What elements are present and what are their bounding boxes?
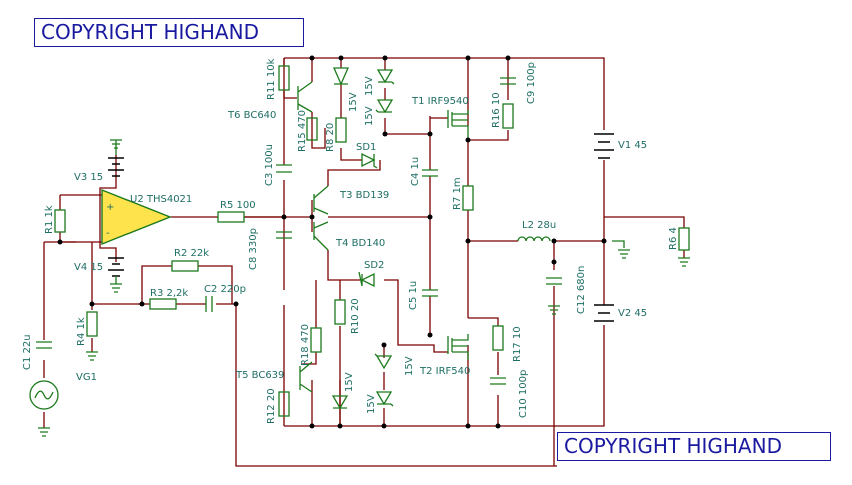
svg-text:+: + [106, 202, 114, 213]
c9-plates [500, 77, 516, 85]
label-z2: 15V [364, 76, 375, 96]
label-t1: T1 IRF9540 [411, 96, 469, 107]
r5-body [217, 211, 245, 223]
label-z1: 15V [348, 92, 359, 112]
label-c5: C5 1u [408, 281, 419, 310]
r17-body [492, 325, 504, 351]
c5-plates [422, 289, 438, 297]
r12-body [278, 391, 290, 417]
label-r2: R2 22k [174, 248, 209, 259]
diodes [331, 67, 395, 410]
label-t6: T6 BC640 [227, 110, 276, 121]
label-r8: R8 20 [325, 123, 336, 152]
label-r10: R10 20 [350, 298, 361, 334]
wires [43, 57, 685, 467]
label-u2: U2 THS4021 [130, 194, 192, 205]
label-c3: C3 100u [264, 144, 275, 186]
c4-plates [422, 169, 438, 177]
watermark-bottom: COPYRIGHT HIGHAND [557, 432, 831, 461]
label-c4: C4 1u [410, 157, 421, 186]
label-c1: C1 22u [22, 334, 33, 370]
label-r18: R18 470 [300, 324, 311, 366]
label-c12: C12 680n [576, 266, 587, 314]
r18-body [310, 327, 322, 353]
r8-body [335, 117, 347, 143]
label-t4: T4 BD140 [335, 238, 385, 249]
c10-plates [490, 377, 506, 385]
label-z5: 15V [404, 356, 415, 376]
label-r11: R11 10k [266, 58, 277, 100]
label-z4: 15V [344, 372, 355, 392]
c12-plates [546, 277, 562, 285]
svg-text:-: - [106, 228, 110, 239]
label-c2: C2 220p [204, 284, 246, 295]
label-r7: R7 1m [452, 177, 463, 210]
r15-body [306, 117, 318, 141]
transistors [297, 81, 469, 393]
r16-body [502, 103, 514, 129]
label-sd1: SD1 [356, 142, 376, 153]
label-t3: T3 BD139 [339, 190, 389, 201]
label-r1: R1 1k [44, 205, 55, 234]
label-t5: T5 BC639 [235, 370, 284, 381]
sources [29, 133, 614, 410]
watermark-top: COPYRIGHT HIGHAND [34, 18, 304, 47]
label-r16: R16 10 [491, 92, 502, 128]
label-z6: 15V [366, 394, 377, 414]
c8-plates [276, 231, 292, 239]
label-vg1: VG1 [76, 372, 97, 383]
label-v3: V3 15 [74, 172, 103, 183]
r7-body [462, 185, 474, 211]
capacitors [36, 77, 562, 385]
inductor-l2 [517, 236, 551, 242]
resistors [54, 65, 690, 417]
label-r3: R3 2,2k [150, 288, 188, 299]
c3-plates [276, 164, 292, 173]
label-v1: V1 45 [618, 140, 647, 151]
label-z3: 15V [364, 106, 375, 126]
r3-body [149, 298, 177, 310]
label-r4: R4 1k [76, 317, 87, 346]
label-r15: R15 470 [297, 110, 308, 152]
label-r5: R5 100 [220, 200, 256, 211]
r6-body [678, 227, 690, 251]
label-v4: V4 15 [74, 262, 103, 273]
label-t2: T2 IRF540 [419, 366, 470, 377]
grounds [38, 139, 690, 437]
junctions [57, 55, 607, 429]
label-c10: C10 100p [518, 370, 529, 418]
r4-body [86, 311, 98, 337]
label-r12: R12 20 [266, 388, 277, 424]
label-v2: V2 45 [618, 308, 647, 319]
component-labels: R11 10k R15 470 R8 20 15V 15V 15V T1 IRF… [22, 58, 679, 424]
label-sd2: SD2 [364, 260, 384, 271]
c2-plates [205, 296, 213, 312]
label-l2: L2 28u [522, 220, 556, 231]
r10-body [334, 299, 346, 325]
label-r17: R17 10 [512, 326, 523, 362]
r1-body [54, 209, 66, 233]
label-c8: C8 330p [248, 228, 259, 270]
r2-body [171, 260, 199, 272]
label-c9: C9 100p [526, 62, 537, 104]
label-r6: R6 4 [668, 227, 679, 250]
r11-body [278, 65, 290, 91]
c1-plates [36, 341, 52, 349]
op-amp-u2: + - [101, 188, 172, 246]
